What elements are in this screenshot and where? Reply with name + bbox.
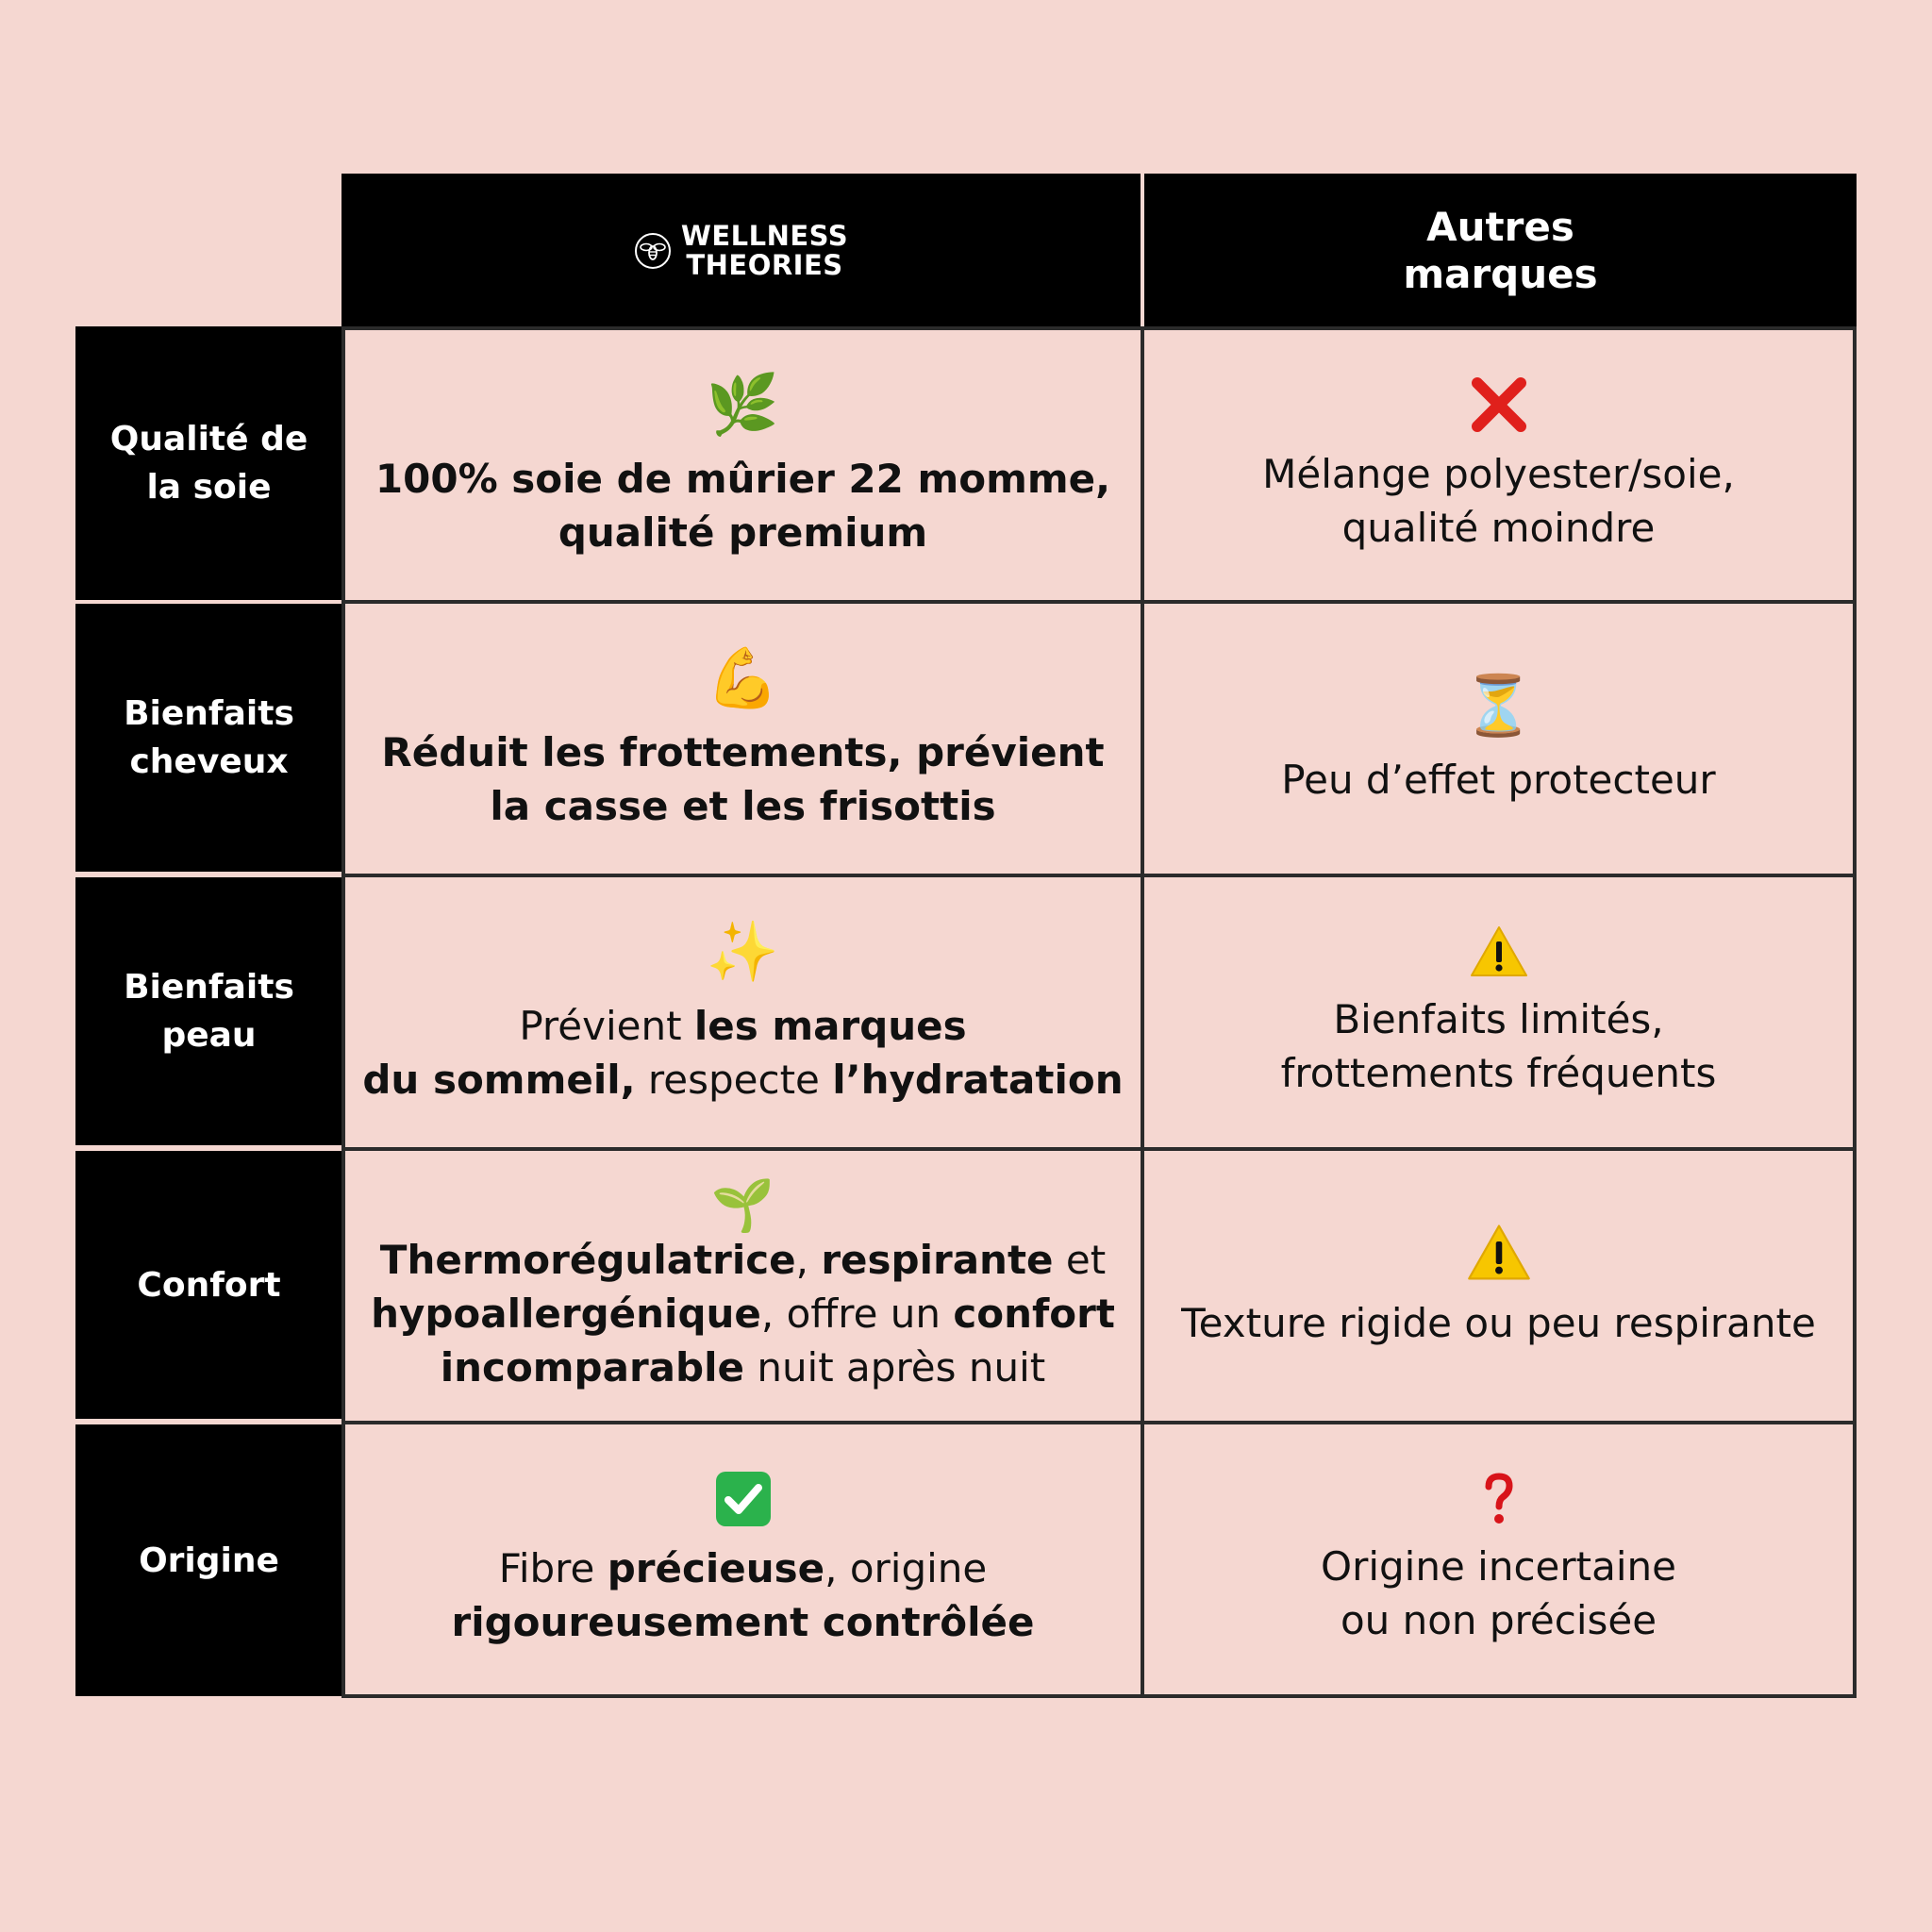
row-header-origin: Origine [75, 1424, 342, 1696]
cell-text-line1: Texture rigide ou peu respirante [1181, 1299, 1816, 1346]
cell-text-line3: incomparable nuit après nuit [440, 1343, 1046, 1391]
cell-text-line1: Réduit les frottements, prévient [381, 729, 1105, 775]
row-label: Origine [139, 1541, 279, 1580]
cell-theirs-origin: Origine incertaine ou non précisée [1141, 1421, 1857, 1698]
cell-ours-origin: Fibre précieuse, origine rigoureusement … [341, 1421, 1144, 1698]
cell-text-line2: la casse et les frisottis [490, 783, 996, 829]
row-label: Bienfaits cheveux [124, 694, 294, 781]
cell-text-line1: Prévient les marques [519, 1003, 967, 1049]
question-mark-icon [1485, 1473, 1513, 1524]
brand-name-line2: THEORIES [686, 249, 843, 281]
cell-text-line2: hypoallergénique, offre un confort [371, 1290, 1115, 1337]
cell-text-line1: Origine incertaine [1321, 1543, 1676, 1590]
row-header-hair-benefits: Bienfaits cheveux [75, 604, 342, 872]
check-mark-button-icon [715, 1472, 771, 1526]
cell-text-line2: du sommeil, respecte l’hydratation [362, 1057, 1124, 1103]
row-header-silk-quality: Qualité de la soie [75, 326, 342, 600]
row-header-comfort: Confort [75, 1151, 342, 1419]
hourglass-icon: ⏳ [1461, 670, 1536, 740]
other-brands-column-header: Autres marques [1144, 174, 1857, 328]
cell-theirs-comfort: Texture rigide ou peu respirante [1141, 1147, 1857, 1424]
cell-theirs-silk-quality: Mélange polyester/soie, qualité moindre [1141, 326, 1857, 604]
cell-text-line1: Fibre précieuse, origine [498, 1545, 988, 1591]
warning-icon [1470, 926, 1527, 976]
cell-text-line2: frottements fréquents [1280, 1050, 1717, 1096]
row-label: Bienfaits peau [124, 968, 294, 1055]
warning-icon [1467, 1224, 1530, 1279]
herb-icon: 🌿 [706, 370, 780, 439]
cell-ours-comfort: 🌱 Thermorégulatrice, respirante et hypoa… [341, 1147, 1144, 1424]
cell-theirs-skin-benefits: Bienfaits limités, frottements fréquents [1141, 874, 1857, 1151]
cell-text-line1: Thermorégulatrice, respirante et [379, 1236, 1107, 1283]
cell-text-line1: Mélange polyester/soie, [1262, 451, 1735, 497]
cell-text-line1: Peu d’effet protecteur [1281, 756, 1716, 803]
cell-ours-skin-benefits: ✨ Prévient les marques du sommeil, respe… [341, 874, 1144, 1151]
bee-logo-icon [634, 233, 671, 269]
cell-text-line2: qualité premium [558, 509, 928, 556]
sparkles-icon: ✨ [706, 917, 780, 986]
row-label: Confort [137, 1265, 281, 1305]
flexed-biceps-icon: 💪 [706, 643, 780, 712]
other-brands-title: Autres marques [1403, 204, 1598, 297]
cell-text-line2: rigoureusement contrôlée [451, 1599, 1035, 1645]
cell-text-line2: ou non précisée [1340, 1597, 1657, 1643]
cell-text-line1: Bienfaits limités, [1333, 996, 1664, 1042]
row-label: Qualité de la soie [109, 420, 308, 507]
brand-column-header: WELLNESS THEORIES [341, 174, 1141, 328]
cross-mark-icon [1471, 377, 1526, 432]
cell-theirs-hair-benefits: ⏳ Peu d’effet protecteur [1141, 600, 1857, 877]
seedling-icon: 🌱 [710, 1174, 775, 1235]
cell-ours-silk-quality: 🌿 100% soie de mûrier 22 momme, qualité … [341, 326, 1144, 604]
cell-text-line2: qualité moindre [1341, 505, 1656, 551]
cell-ours-hair-benefits: 💪 Réduit les frottements, prévient la ca… [341, 600, 1144, 877]
brand-logo: WELLNESS THEORIES [634, 222, 848, 280]
brand-name-line1: WELLNESS [680, 220, 849, 252]
row-header-skin-benefits: Bienfaits peau [75, 877, 342, 1145]
cell-text-line1: 100% soie de mûrier 22 momme, [375, 456, 1111, 502]
